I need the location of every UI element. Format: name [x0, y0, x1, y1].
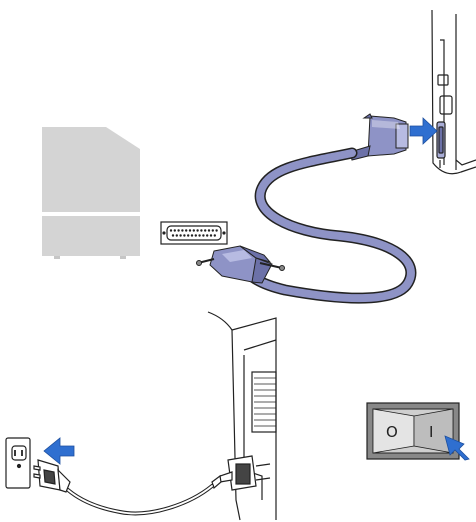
power-switch-panel: O I — [367, 403, 469, 460]
wall-outlet — [6, 438, 30, 488]
computer-side-connector — [197, 246, 285, 283]
parallel-cable-panel — [42, 10, 476, 298]
printer-power-plug — [212, 456, 270, 490]
port-pin — [193, 229, 195, 231]
port-pin — [198, 234, 200, 236]
port-pin — [200, 229, 202, 231]
power-plug — [34, 460, 70, 492]
port-pin — [204, 229, 206, 231]
port-pin — [185, 229, 187, 231]
port-pin — [179, 234, 181, 236]
printer-back-panel — [432, 10, 476, 174]
port-pin — [195, 234, 197, 236]
port-pin — [206, 234, 208, 236]
port-pin — [196, 229, 198, 231]
port-pin — [212, 229, 214, 231]
switch-on-mark: I — [429, 423, 433, 441]
arrow-left-icon — [44, 438, 74, 464]
port-pin — [202, 234, 204, 236]
port-pin — [215, 229, 217, 231]
port-pin — [181, 229, 183, 231]
port-pin — [183, 234, 185, 236]
port-pin — [191, 234, 193, 236]
rocker-switch: O I — [367, 403, 459, 459]
computer-icon — [42, 127, 140, 259]
port-pin — [210, 234, 212, 236]
port-pin — [189, 229, 191, 231]
port-pin — [172, 234, 174, 236]
port-pin — [176, 234, 178, 236]
power-cord-panel — [6, 312, 276, 520]
parallel-port-icon — [161, 222, 227, 244]
port-pin — [208, 229, 210, 231]
printer-side-connector — [350, 114, 408, 160]
port-pin — [177, 229, 179, 231]
switch-off-mark: O — [386, 423, 398, 441]
port-pin — [174, 229, 176, 231]
port-pin — [187, 234, 189, 236]
port-pin — [214, 234, 216, 236]
port-pin — [170, 229, 172, 231]
